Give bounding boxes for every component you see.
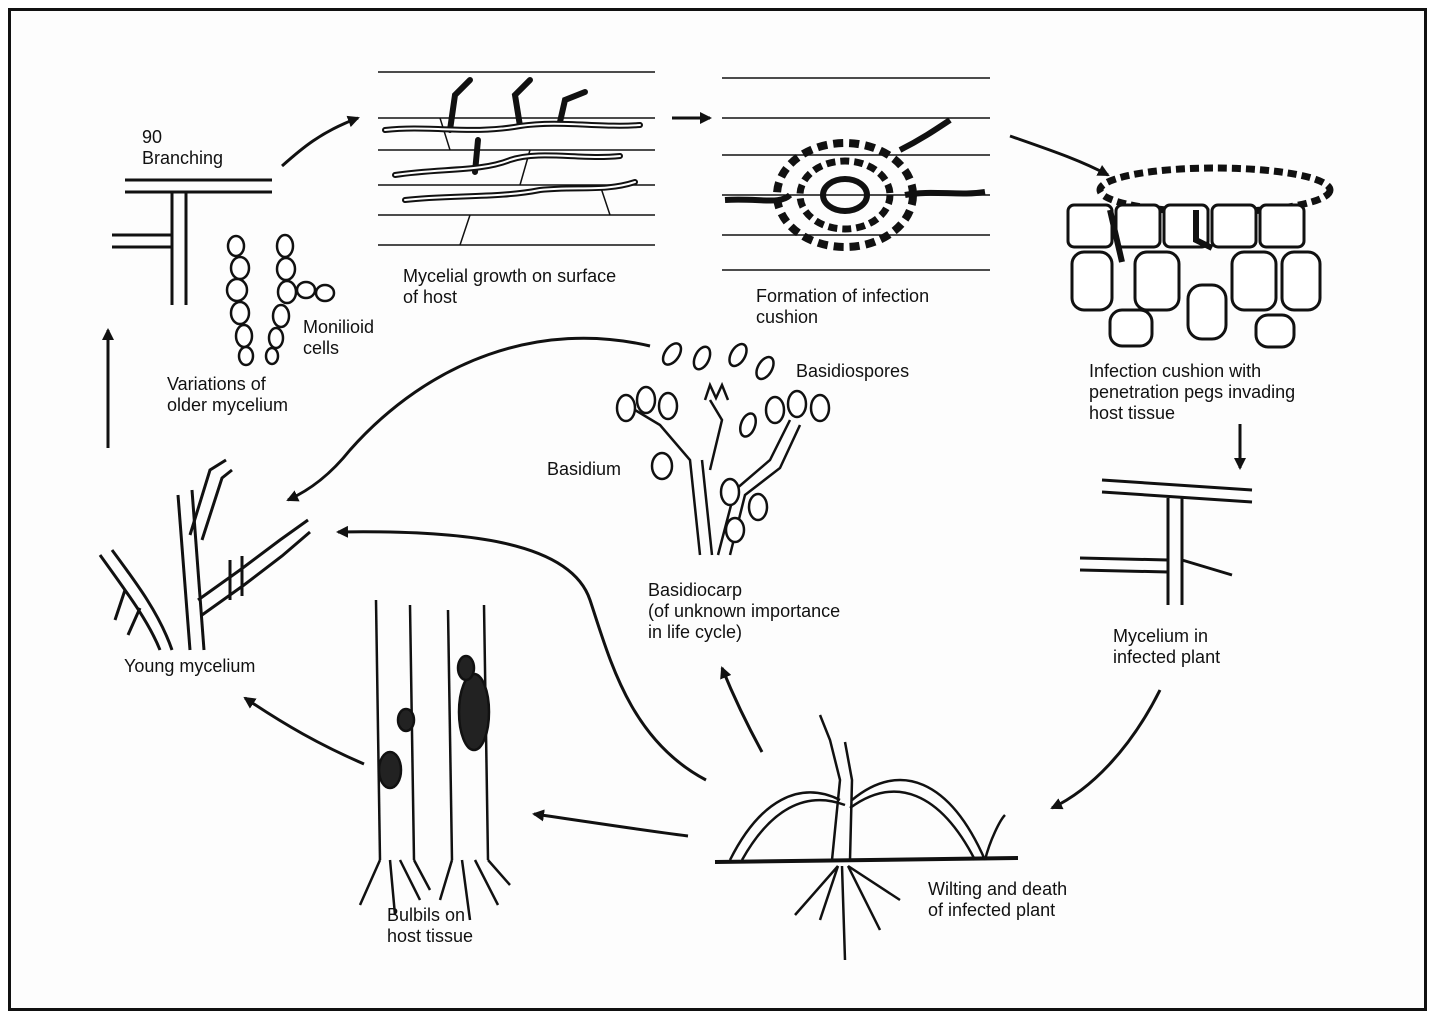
label-bulbils: Bulbils on host tissue	[387, 905, 473, 947]
penetration-pegs-drawing	[1068, 168, 1330, 347]
surface-growth-drawing	[378, 72, 655, 245]
label-mycelial-growth: Mycelial growth on surface of host	[403, 266, 616, 308]
label-mycelium-infected: Mycelium in infected plant	[1113, 626, 1220, 668]
arrow-cushion-to-pegs	[1010, 136, 1108, 175]
label-infection-cushion: Formation of infection cushion	[756, 286, 929, 328]
label-basidium: Basidium	[547, 459, 621, 480]
label-penetration-pegs: Infection cushion with penetration pegs …	[1089, 361, 1295, 424]
cushion-formation-drawing	[722, 78, 990, 270]
label-variations: Variations of older mycelium	[167, 374, 288, 416]
label-basidiospores: Basidiospores	[796, 361, 909, 382]
label-young-mycelium: Young mycelium	[124, 656, 255, 677]
arrow-wilting-to-bulbils	[534, 814, 688, 836]
arrow-mycelium-to-wilting	[1052, 690, 1160, 808]
arrow-bulbils-to-young	[245, 698, 364, 764]
label-wilting: Wilting and death of infected plant	[928, 879, 1067, 921]
label-branching: 90 Branching	[142, 127, 223, 169]
arrow-branching-to-growth	[282, 118, 358, 166]
infected-mycelium-drawing	[1080, 480, 1252, 605]
label-basidiocarp: Basidiocarp (of unknown importance in li…	[648, 580, 840, 643]
branching-hyphae-drawing	[112, 180, 272, 305]
bulbils-drawing	[360, 600, 510, 920]
arrow-wilting-to-basidiocarp	[722, 668, 762, 752]
arrow-wilting-to-young	[338, 532, 706, 780]
label-monilioid-cells: Monilioid cells	[303, 317, 374, 359]
young-mycelium-drawing	[100, 460, 310, 650]
